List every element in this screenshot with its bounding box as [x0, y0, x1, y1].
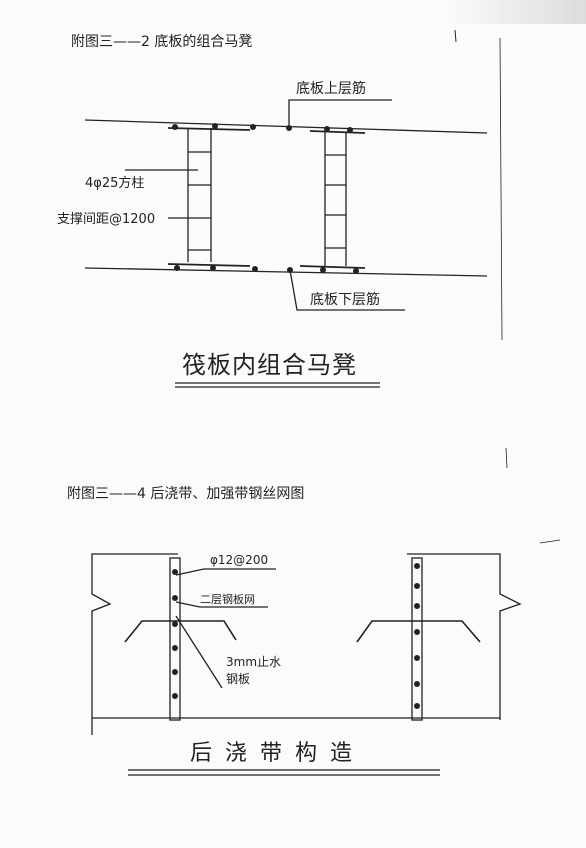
column-label: 4φ25方柱 [85, 176, 145, 191]
top-rebar-label: 底板上层筋 [296, 81, 366, 97]
spacing-label: 支撑间距@1200 [57, 212, 156, 227]
bottom-rebar-label: 底板下层筋 [310, 292, 380, 308]
figure2-title: 后 浇 带 构 造 [190, 741, 355, 766]
top-slab-line [84, 119, 488, 134]
bar-spacing-label: φ12@200 [210, 553, 269, 567]
left-wall-outline [91, 553, 178, 735]
right-wire-mesh [356, 620, 481, 643]
figure2-caption: 附图三——4 后浇带、加强带钢丝网图 [67, 486, 305, 502]
left-bar-dots [172, 569, 178, 699]
figure1-title: 筏板内组合马凳 [182, 351, 357, 379]
mesh-leader [175, 601, 268, 608]
scan-shadow [446, 0, 586, 24]
plate-label-line2: 钢板 [226, 672, 251, 686]
right-wall-outline [407, 553, 522, 720]
bottom-rebar-dots [174, 265, 359, 274]
slab-chair-diagram [84, 29, 503, 388]
bottom-rebar-leader [289, 269, 405, 311]
mesh-label: 二层钢板网 [200, 593, 255, 606]
post-cast-strip-diagram [91, 447, 561, 776]
chair-column-right [324, 132, 347, 266]
chair-column-left [187, 128, 212, 262]
right-steel-plate [411, 557, 423, 721]
plate-label-line1: 3mm止水 [226, 655, 282, 669]
bottom-slab-line [84, 267, 488, 277]
figure1-caption: 附图三——2 底板的组合马凳 [71, 34, 253, 50]
right-bar-dots [414, 563, 420, 709]
bar-leader [175, 568, 276, 576]
left-wire-mesh [124, 620, 237, 643]
top-rebar-leader [288, 99, 392, 128]
plate-leader [175, 615, 223, 689]
